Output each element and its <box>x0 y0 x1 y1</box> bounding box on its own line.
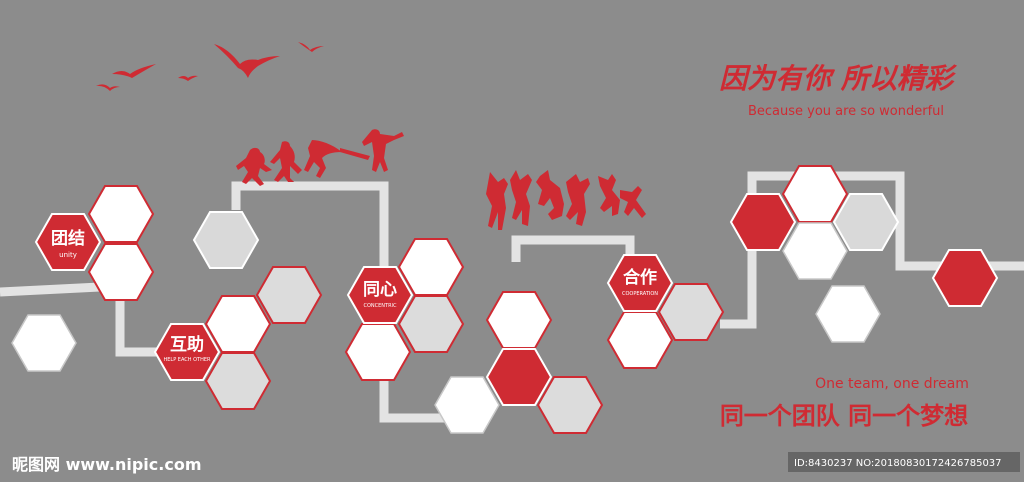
birds-silhouette <box>96 42 324 91</box>
label-cooperation-en: COOPERATION <box>622 291 658 297</box>
jumping-people-silhouette <box>486 170 646 230</box>
label-concentric-cn: 同心 <box>363 280 397 300</box>
label-unity-en: unity <box>59 251 77 259</box>
watermark-site: 昵图网 www.nipic.com <box>12 455 202 474</box>
slogan-top-en: Because you are so wonderful <box>748 104 944 119</box>
label-hex-cooperation: 合作 COOPERATION <box>606 254 674 312</box>
slogan-bottom-en: One team, one dream <box>815 376 969 392</box>
label-cooperation-cn: 合作 <box>623 267 657 288</box>
label-help-en: HELP EACH OTHER <box>163 357 211 363</box>
watermark-id: ID:8430237 NO:20180830172426785037 <box>794 458 1002 469</box>
slogan-top-cn: 因为有你 所以精彩 <box>719 62 958 95</box>
label-unity-cn: 团结 <box>51 228 85 249</box>
watermark-id-bar <box>788 452 1020 472</box>
label-hex-concentric: 同心 CONCENTRIC <box>346 266 414 324</box>
label-hex-help: 互助 HELP EACH OTHER <box>153 323 221 381</box>
runners-silhouette <box>236 129 404 186</box>
label-concentric-en: CONCENTRIC <box>363 303 397 309</box>
slogan-bottom-cn: 同一个团队 同一个梦想 <box>720 401 968 430</box>
label-hex-unity: 团结 unity <box>34 213 102 271</box>
label-help-cn: 互助 <box>170 334 204 355</box>
